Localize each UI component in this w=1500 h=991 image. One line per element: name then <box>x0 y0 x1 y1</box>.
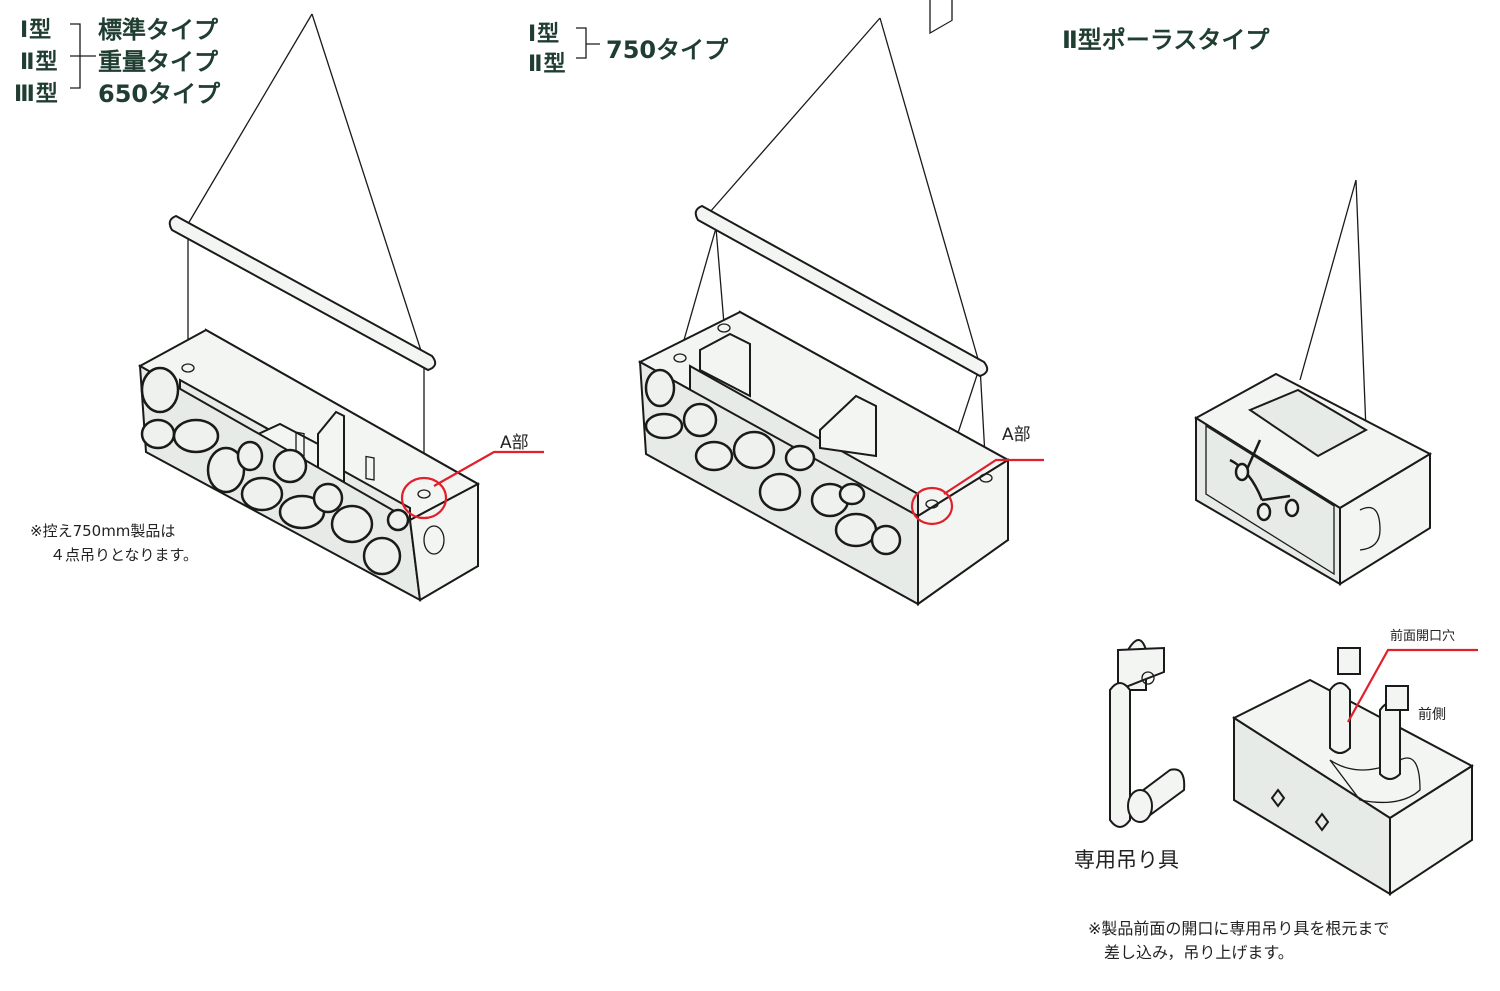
type-3-label-left: Ⅲ型 <box>14 82 59 107</box>
type-1-label-middle: Ⅰ型 <box>528 22 561 47</box>
variant-650: 650タイプ <box>98 80 221 108</box>
lifting-tool-illustration <box>1109 639 1186 828</box>
porous-type-title: Ⅱ型ポーラスタイプ <box>1062 26 1270 54</box>
lifting-tool-caption: 専用吊り具 <box>1074 848 1179 872</box>
note-right-line-1: ※製品前面の開口に専用吊り具を根元まで <box>1088 919 1390 938</box>
type-2-label-middle: Ⅱ型 <box>528 52 567 77</box>
front-hole-label: 前面開口穴 <box>1390 629 1456 644</box>
label-a-middle: A部 <box>1002 425 1031 445</box>
note-right-line-2: 差し込み，吊り上げます。 <box>1104 943 1294 962</box>
front-side-label: 前側 <box>1418 707 1446 723</box>
block-porous-illustration <box>1194 179 1433 586</box>
variant-750: 750タイプ <box>606 36 729 64</box>
bracket-middle <box>576 27 600 59</box>
variant-standard: 標準タイプ <box>98 16 218 44</box>
porous-block-with-tools-illustration <box>1231 647 1478 896</box>
type-1-label-left: Ⅰ型 <box>20 18 53 43</box>
block-750-illustration <box>637 0 1044 606</box>
variant-heavy: 重量タイプ <box>98 48 218 76</box>
type-2-label-left: Ⅱ型 <box>20 50 59 75</box>
note-left-line-2: ４点吊りとなります。 <box>50 546 199 564</box>
bracket-left <box>70 23 96 89</box>
label-a-left: A部 <box>500 433 529 453</box>
note-left-line-1: ※控え750mm製品は <box>30 522 176 540</box>
block-standard-illustration <box>137 13 544 602</box>
